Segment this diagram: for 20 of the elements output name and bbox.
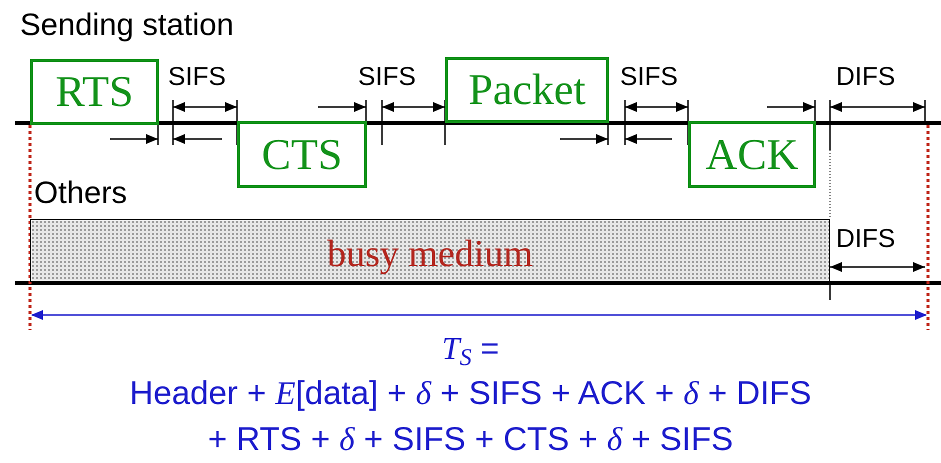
bar-label: busy medium <box>327 232 533 272</box>
station-label: Sending station <box>20 7 234 42</box>
frame-label: ACK <box>706 132 798 176</box>
frame-label: CTS <box>262 132 342 176</box>
frame-box <box>445 57 609 123</box>
interval-label: SIFS <box>168 61 226 91</box>
busy-medium-bar <box>30 219 830 282</box>
interval-label: SIFS <box>620 61 678 91</box>
frame-box <box>30 59 159 125</box>
station-label: Others <box>34 175 128 210</box>
frame-label: Packet <box>468 68 586 112</box>
frame-box <box>688 121 816 188</box>
formula-text: + RTS + δ + SIFS + CTS + δ + SIFS <box>208 420 734 457</box>
frame-label: RTS <box>55 70 134 114</box>
interval-label: SIFS <box>358 61 416 91</box>
frame-box <box>237 121 367 188</box>
interval-label: DIFS <box>836 223 896 253</box>
interval-label: DIFS <box>836 61 896 91</box>
formula-text: Header + E[data] + δ + SIFS + ACK + δ + DIFS <box>130 374 812 411</box>
formula-text: T$_{S}$ = <box>442 330 500 366</box>
